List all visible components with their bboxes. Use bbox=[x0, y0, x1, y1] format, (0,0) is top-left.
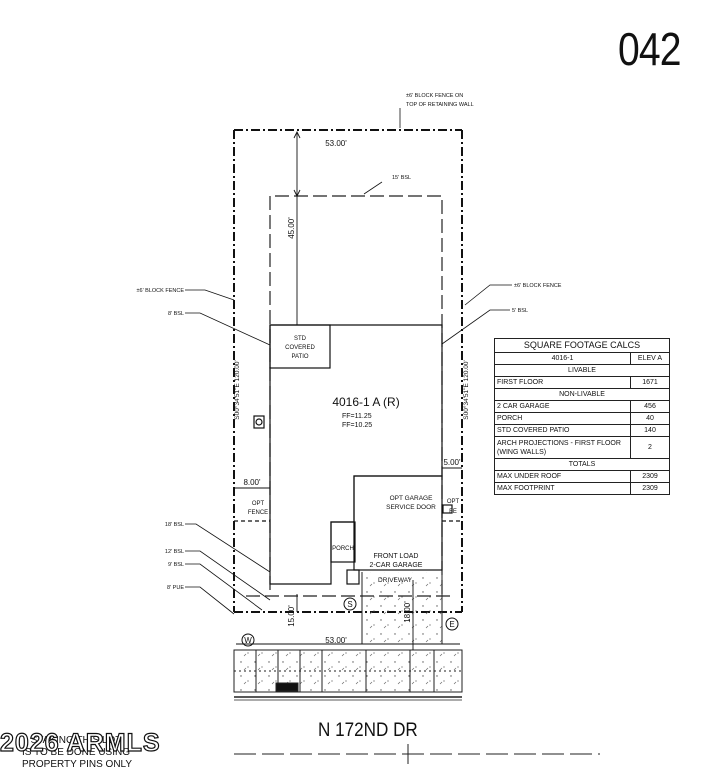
sqft-row-label: STD COVERED PATIO bbox=[494, 424, 631, 437]
disclaimer-line: STAKING THIS LOT bbox=[30, 735, 122, 746]
sqft-table-plan: 4016-1 bbox=[494, 352, 631, 365]
water-marker-label: W bbox=[244, 636, 252, 645]
opt-fence-left-1: OPT bbox=[252, 501, 265, 507]
patio-label-1: STD bbox=[294, 336, 307, 342]
sqft-table-title: SQUARE FOOTAGE CALCS bbox=[494, 338, 670, 353]
sqft-row-value: 2309 bbox=[630, 482, 670, 495]
table-row: FIRST FLOOR 1671 bbox=[494, 376, 670, 389]
sqft-totals-header: TOTALS bbox=[494, 458, 670, 471]
table-row: ARCH PROJECTIONS - FIRST FLOOR (WING WAL… bbox=[494, 436, 670, 459]
callout-block-fence-retaining-2: TOP OF RETAINING WALL bbox=[406, 102, 474, 108]
sqft-row-value: 1671 bbox=[630, 376, 670, 389]
sqft-row-label: MAX UNDER ROOF bbox=[494, 470, 631, 483]
electric-marker bbox=[445, 617, 459, 631]
watermark: 2026 ARMLS bbox=[0, 728, 161, 757]
square-footage-table: SQUARE FOOTAGE CALCS 4016-1 ELEV A LIVAB… bbox=[494, 338, 670, 495]
sqft-livable-header: LIVABLE bbox=[494, 364, 670, 377]
bottom-width-dimension: 53.00' bbox=[325, 636, 347, 645]
sqft-row-value: 40 bbox=[630, 412, 670, 425]
utility-markers bbox=[241, 597, 459, 647]
garage-label-1: FRONT LOAD bbox=[374, 553, 419, 560]
sqft-table-elevation: ELEV A bbox=[630, 352, 670, 365]
opt-fence-left-2: FENCE bbox=[248, 510, 268, 516]
callout-bsl-5: 5' BSL bbox=[512, 308, 528, 314]
bearing-left: S00°34'51"E 120.00' bbox=[233, 360, 241, 419]
front-right-dimension: 18.00' bbox=[403, 601, 412, 623]
callout-bsl-9: 9' BSL bbox=[168, 562, 184, 568]
callout-bsl-15: 15' BSL bbox=[392, 175, 411, 181]
callout-bsl-18: 18' BSL bbox=[165, 522, 184, 528]
disclaimer-line: IS TO BE DONE USING bbox=[22, 747, 130, 758]
sqft-row-value: 2309 bbox=[630, 470, 670, 483]
staking-disclaimer: STAKING THIS LOT IS TO BE DONE USING PRO… bbox=[22, 735, 133, 771]
sqft-row-label: PORCH bbox=[494, 412, 631, 425]
lot-boundary bbox=[233, 129, 463, 613]
disclaimer-line: PROPERTY PINS ONLY bbox=[22, 759, 133, 770]
table-row: MAX FOOTPRINT 2309 bbox=[494, 482, 670, 495]
callout-bsl-12: 12' BSL bbox=[165, 549, 184, 555]
sqft-row-label: ARCH PROJECTIONS - FIRST FLOOR (WING WAL… bbox=[494, 436, 631, 459]
sqft-non-livable-header: NON-LIVABLE bbox=[494, 388, 670, 401]
garage-label-2: 2-CAR GARAGE bbox=[370, 562, 423, 569]
driveway-label: DRIVEWAY bbox=[378, 577, 413, 584]
table-row: 2 CAR GARAGE 456 bbox=[494, 400, 670, 413]
callout-block-fence-left: ±6' BLOCK FENCE bbox=[137, 288, 185, 294]
sqft-row-label: FIRST FLOOR bbox=[494, 376, 631, 389]
sqft-row-value: 2 bbox=[630, 436, 670, 459]
table-row: MAX UNDER ROOF 2309 bbox=[494, 470, 670, 483]
driveway bbox=[361, 572, 443, 644]
sewer-marker bbox=[343, 597, 357, 611]
patio-label-2: COVERED bbox=[285, 345, 315, 351]
lot-number: 042 bbox=[618, 23, 682, 75]
house-footprint bbox=[253, 324, 453, 585]
table-row: PORCH 40 bbox=[494, 412, 670, 425]
rear-setback-dimension: 45.00' bbox=[287, 217, 296, 239]
side-right-dimension: 5.00' bbox=[443, 458, 461, 467]
street-name: N 172ND DR bbox=[318, 720, 418, 741]
electric-marker-label: E bbox=[449, 620, 454, 629]
bearing-right: S00°34'51"E 120.00' bbox=[462, 360, 470, 419]
callout-bsl-8: 8' BSL bbox=[168, 311, 184, 317]
opt-fence-right-2: FE bbox=[449, 509, 457, 515]
patio-label-3: PATIO bbox=[291, 354, 308, 360]
opt-fence-right-1: OPT bbox=[447, 499, 460, 505]
callout-block-fence-retaining-1: ±6' BLOCK FENCE ON bbox=[406, 93, 463, 99]
garage-door-label-1: OPT GARAGE bbox=[390, 495, 434, 502]
top-width-dimension: 53.00' bbox=[325, 139, 347, 148]
dimension-lines bbox=[234, 130, 462, 650]
side-left-dimension: 8.00' bbox=[243, 478, 261, 487]
finished-floor-1: FF=11.25 bbox=[342, 413, 372, 420]
water-marker bbox=[241, 633, 255, 647]
sqft-row-value: 140 bbox=[630, 424, 670, 437]
callout-pue-8: 8' PUE bbox=[167, 585, 184, 591]
table-row: STD COVERED PATIO 140 bbox=[494, 424, 670, 437]
garage-door-label-2: SERVICE DOOR bbox=[386, 504, 436, 511]
callout-block-fence-right: ±6' BLOCK FENCE bbox=[514, 283, 562, 289]
sqft-row-label: 2 CAR GARAGE bbox=[494, 400, 631, 413]
front-left-dimension: 15.00' bbox=[287, 605, 296, 627]
sqft-row-label: MAX FOOTPRINT bbox=[494, 482, 631, 495]
sidewalk bbox=[233, 649, 600, 764]
plan-name: 4016-1 A (R) bbox=[332, 395, 399, 409]
finished-floor-2: FF=10.25 bbox=[342, 422, 372, 429]
sewer-marker-label: S bbox=[347, 600, 352, 609]
sqft-row-value: 456 bbox=[630, 400, 670, 413]
callout-leaders bbox=[185, 108, 512, 615]
porch-label: PORCH bbox=[332, 546, 354, 552]
